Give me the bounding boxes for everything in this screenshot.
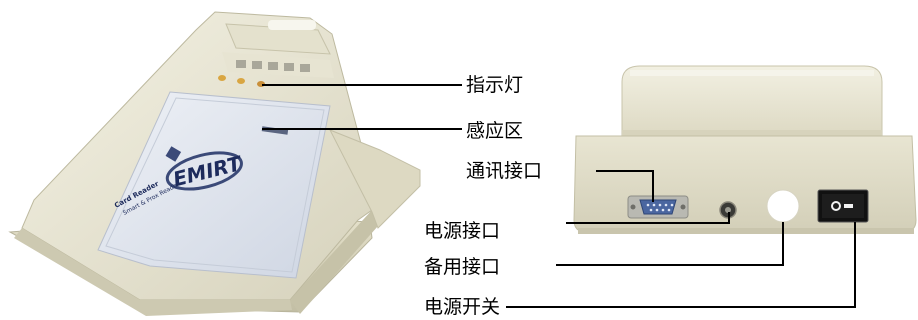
leader-spare-port <box>556 264 784 266</box>
leader-indicator <box>262 84 462 86</box>
label-spare-port: 备用接口 <box>424 256 501 278</box>
label-power-port: 电源接口 <box>424 220 501 242</box>
spare-port <box>766 189 800 223</box>
power-switch-icon <box>817 189 869 223</box>
card-reader-back <box>573 65 917 234</box>
label-comm-port: 通讯接口 <box>466 160 543 182</box>
power-jack <box>719 201 737 219</box>
leader-spare-port-rise <box>782 222 784 266</box>
leader-power-switch <box>506 306 856 308</box>
serial-port <box>627 195 689 219</box>
card-reader-front: EMIRT Card Reader Smart & Prox Reader <box>8 11 421 316</box>
label-indicator: 指示灯 <box>466 74 524 96</box>
leader-comm-port <box>596 170 654 172</box>
leader-comm-port-drop <box>652 170 654 202</box>
leader-power-switch-rise <box>854 222 856 308</box>
leader-power-port <box>566 222 730 224</box>
label-power-switch: 电源开关 <box>424 296 501 318</box>
label-sensing-area: 感应区 <box>466 120 524 142</box>
leader-power-port-rise <box>728 212 730 224</box>
leader-sensing-area <box>262 128 462 130</box>
